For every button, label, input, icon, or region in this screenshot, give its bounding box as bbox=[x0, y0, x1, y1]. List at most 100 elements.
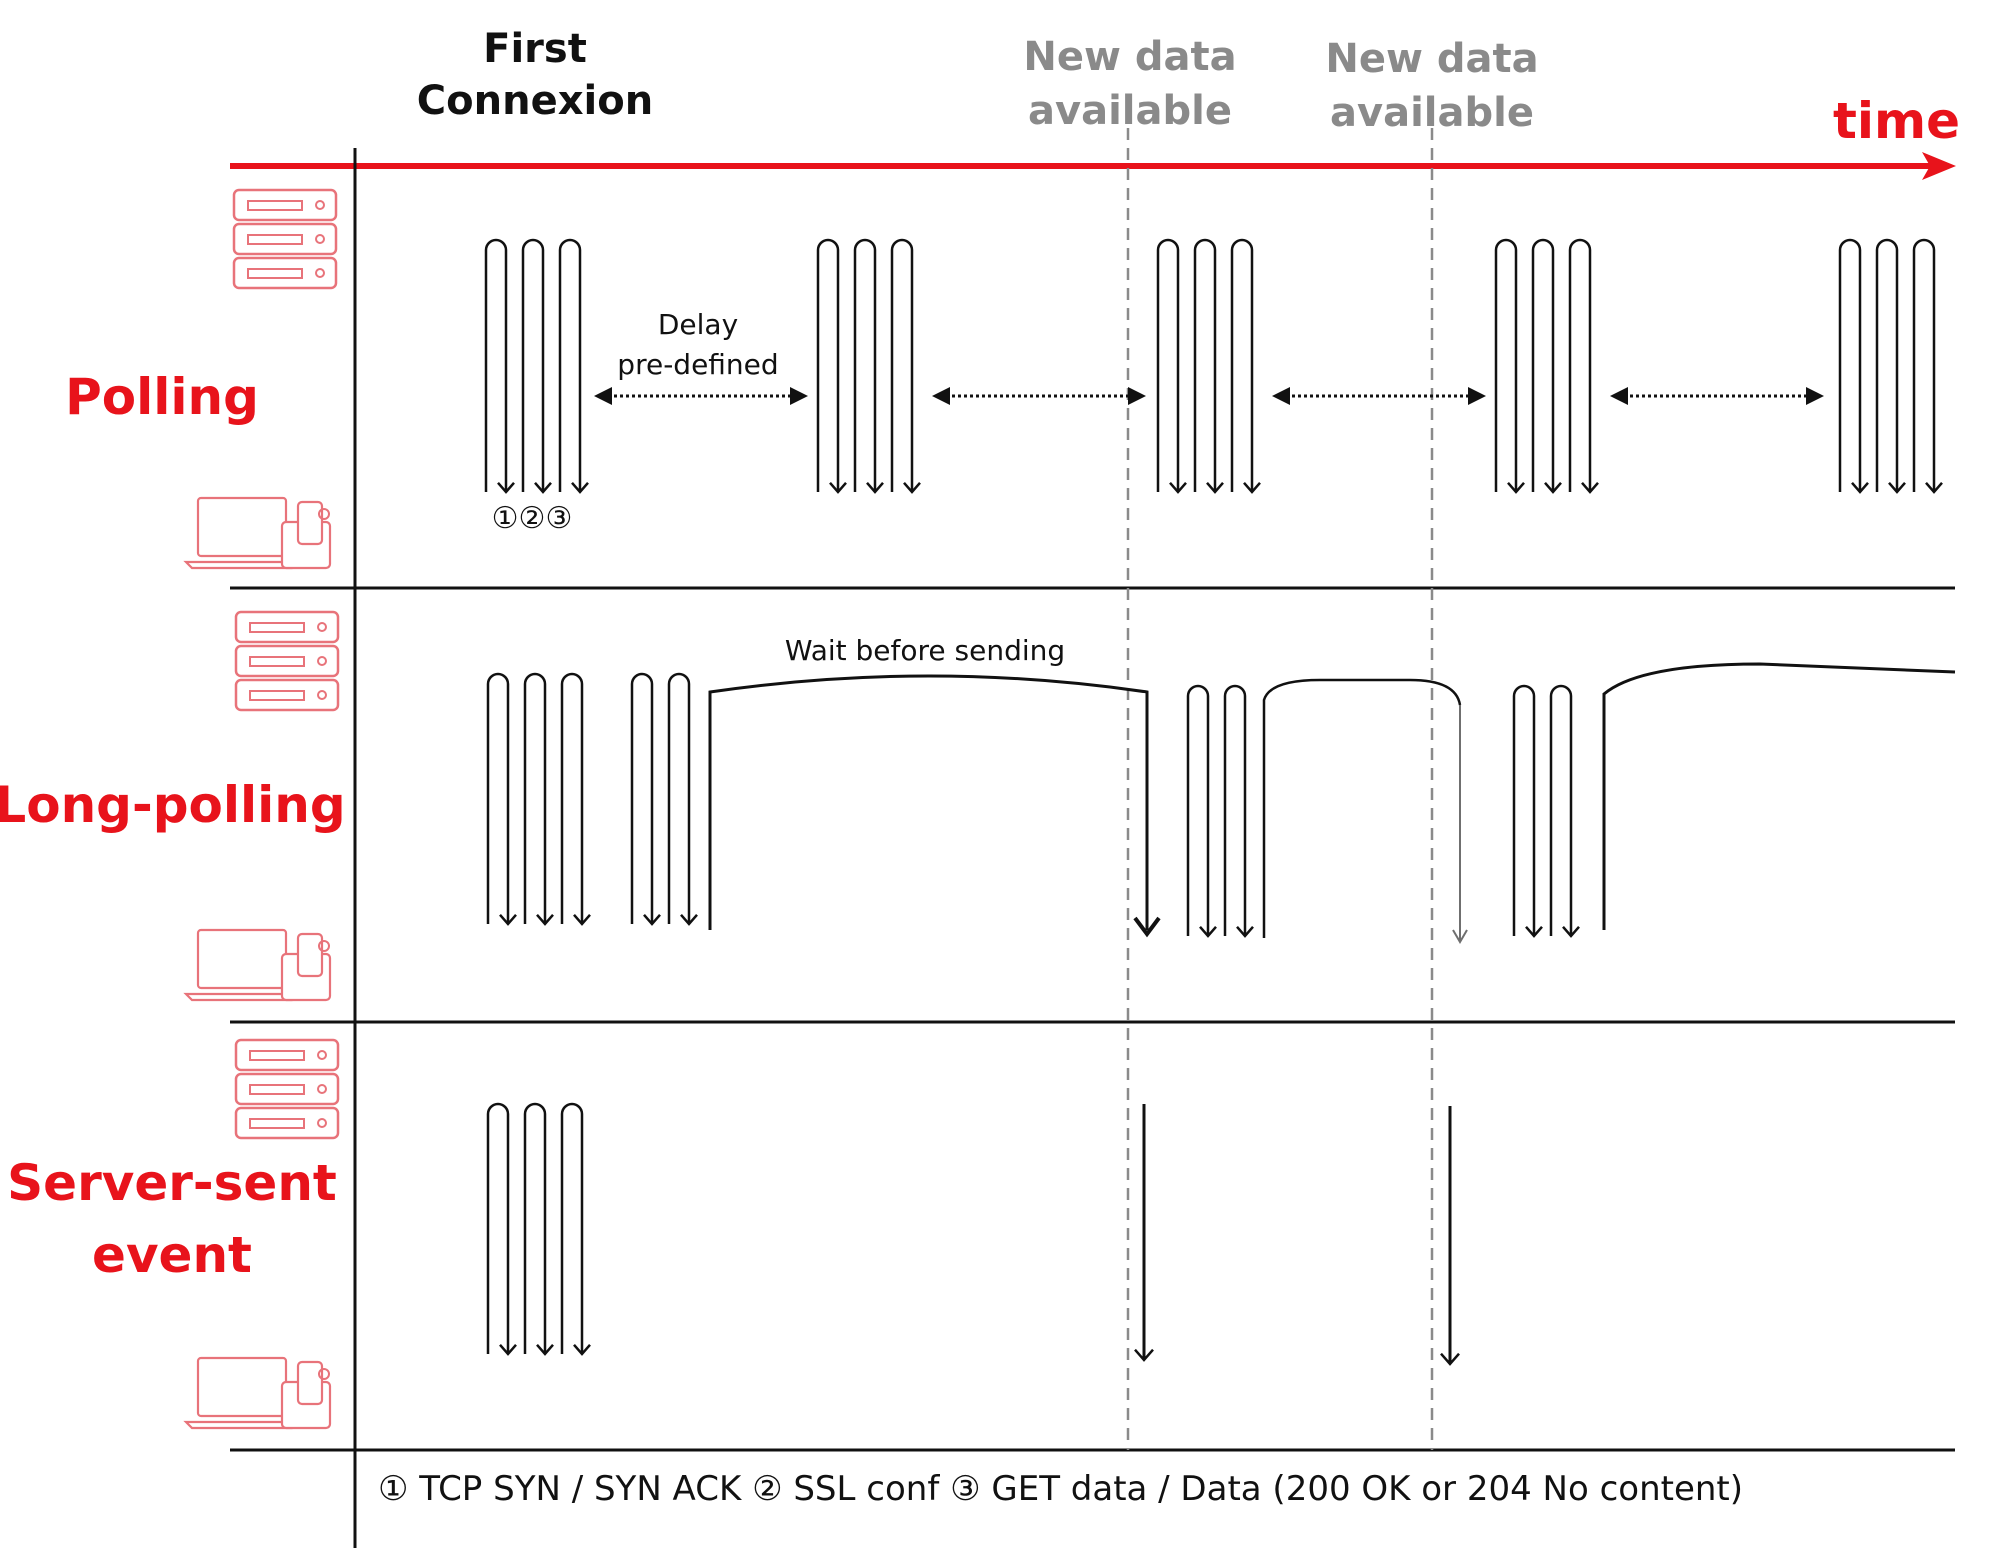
polling-burst-1-1 bbox=[484, 238, 508, 492]
server-rack-icon-led bbox=[317, 690, 327, 700]
client-devices-icon-phone bbox=[296, 932, 324, 978]
long-polling-request-2-2 bbox=[1223, 684, 1247, 936]
server-rack-icon-unit bbox=[234, 1038, 340, 1072]
sse-handshake-3-arrowhead bbox=[573, 1343, 591, 1356]
server-rack-icon-led bbox=[317, 1050, 327, 1060]
server-rack-icon-unit bbox=[234, 1106, 340, 1140]
server-rack-icon-unit bbox=[232, 222, 338, 256]
polling-burst-1-1-arrowhead bbox=[497, 481, 515, 494]
server-rack-icon bbox=[234, 610, 340, 712]
polling-burst-1-3 bbox=[558, 238, 582, 492]
server-rack-icon-slot bbox=[249, 690, 305, 701]
client-devices-icon bbox=[183, 928, 332, 1002]
new-data-event-2-line1: New data bbox=[1325, 36, 1538, 82]
server-rack-icon-unit bbox=[232, 188, 338, 222]
sse-handshake-3 bbox=[560, 1102, 584, 1354]
server-rack-icon-led bbox=[315, 268, 325, 278]
server-rack-icon-slot bbox=[247, 268, 303, 279]
message-arrows bbox=[484, 238, 1956, 1366]
legend: ① TCP SYN / SYN ACK ② SSL conf ③ GET dat… bbox=[378, 1469, 1743, 1509]
time-label: time bbox=[1833, 92, 1960, 150]
polling-burst-1-2-arrowhead bbox=[534, 481, 552, 494]
long-polling-hold-1 bbox=[708, 674, 1149, 930]
client-devices-icon-watch bbox=[318, 1368, 330, 1380]
polling-burst-3-3-arrowhead bbox=[1243, 481, 1261, 494]
polling-burst-2-3 bbox=[890, 238, 914, 492]
polling-burst-2-3-arrowhead bbox=[903, 481, 921, 494]
lane-icons bbox=[183, 188, 340, 1430]
polling-burst-1-2 bbox=[521, 238, 545, 492]
client-devices-icon-laptop-screen bbox=[196, 496, 288, 558]
step-markers: ①②③ bbox=[492, 501, 573, 536]
polling-delay-arrow-2-left-head bbox=[932, 387, 950, 405]
server-rack-icon-led bbox=[317, 1084, 327, 1094]
server-rack-icon-unit bbox=[232, 256, 338, 290]
long-polling-handshake-3 bbox=[560, 672, 584, 924]
server-rack-icon-slot bbox=[249, 1084, 305, 1095]
long-polling-request-1-1 bbox=[630, 672, 654, 924]
long-polling-hold-1-arrowhead bbox=[1133, 916, 1161, 938]
server-rack-icon-slot bbox=[249, 1118, 305, 1129]
polling-burst-4-3-arrowhead bbox=[1581, 481, 1599, 494]
server-rack-icon-slot bbox=[249, 622, 305, 633]
polling-delay-arrow-4-right-head bbox=[1806, 387, 1824, 405]
long-polling-request-3-1-arrowhead bbox=[1525, 925, 1543, 938]
delay-label-line1: Delay bbox=[658, 308, 738, 341]
server-rack-icon-led bbox=[317, 656, 327, 666]
first-connexion-title-line2: Connexion bbox=[417, 78, 653, 124]
long-polling-request-3-2-arrowhead bbox=[1562, 925, 1580, 938]
long-polling-hold-3 bbox=[1602, 662, 1956, 930]
polling-burst-5-2-arrowhead bbox=[1888, 481, 1906, 494]
client-devices-icon-watch bbox=[318, 940, 330, 952]
client-devices-icon-watch bbox=[318, 508, 330, 520]
long-polling-request-3-1 bbox=[1512, 684, 1536, 936]
delay-label-line2: pre-defined bbox=[617, 348, 778, 381]
long-polling-request-1-2 bbox=[667, 672, 691, 924]
polling-delay-arrow-2-right-head bbox=[1128, 387, 1146, 405]
polling-burst-5-3-arrowhead bbox=[1925, 481, 1943, 494]
sse-handshake-1 bbox=[486, 1102, 510, 1354]
wait-before-sending-label: Wait before sending bbox=[785, 634, 1065, 667]
polling-delay-arrow-1-left-head bbox=[594, 387, 612, 405]
long-polling-handshake-1-arrowhead bbox=[499, 913, 517, 926]
server-rack-icon-slot bbox=[247, 200, 303, 211]
polling-delay-arrow-1-right-head bbox=[790, 387, 808, 405]
first-connexion-title-line1: First bbox=[483, 26, 587, 72]
polling-burst-3-3 bbox=[1230, 238, 1254, 492]
sse-push-1-arrowhead bbox=[1134, 1348, 1154, 1362]
sse-push-2-arrowhead bbox=[1440, 1352, 1460, 1366]
polling-delay-arrow-4-left-head bbox=[1610, 387, 1628, 405]
polling-burst-5-2 bbox=[1875, 238, 1899, 492]
polling-burst-3-1 bbox=[1156, 238, 1180, 492]
long-polling-handshake-1 bbox=[486, 672, 510, 924]
new-data-event-1-line2: available bbox=[1028, 88, 1232, 134]
long-polling-request-2-1 bbox=[1186, 684, 1210, 936]
long-polling-hold-2 bbox=[1262, 678, 1462, 938]
server-rack-icon-unit bbox=[234, 610, 340, 644]
long-polling-request-1-1-arrowhead bbox=[643, 913, 661, 926]
sse-handshake-2 bbox=[523, 1102, 547, 1354]
long-polling-handshake-2 bbox=[523, 672, 547, 924]
server-rack-icon-slot bbox=[249, 656, 305, 667]
lane-label-polling: Polling bbox=[65, 368, 259, 426]
polling-delay-arrow-3-right-head bbox=[1468, 387, 1486, 405]
long-polling-handshake-3-arrowhead bbox=[573, 913, 591, 926]
server-rack-icon-led bbox=[315, 200, 325, 210]
polling-burst-5-1-arrowhead bbox=[1851, 481, 1869, 494]
server-rack-icon-led bbox=[315, 234, 325, 244]
polling-burst-2-2-arrowhead bbox=[866, 481, 884, 494]
new-data-event-1-line1: New data bbox=[1023, 34, 1236, 80]
polling-burst-3-2 bbox=[1193, 238, 1217, 492]
polling-burst-5-3 bbox=[1912, 238, 1936, 492]
client-devices-icon-phone bbox=[296, 500, 324, 546]
long-polling-handshake-2-arrowhead bbox=[536, 913, 554, 926]
client-devices-icon bbox=[183, 496, 332, 570]
sse-handshake-1-arrowhead bbox=[499, 1343, 517, 1356]
polling-burst-1-3-arrowhead bbox=[571, 481, 589, 494]
server-rack-icon-slot bbox=[249, 1050, 305, 1061]
server-rack-icon-unit bbox=[234, 644, 340, 678]
polling-delay-arrow-3-left-head bbox=[1272, 387, 1290, 405]
sse-handshake-2-arrowhead bbox=[536, 1343, 554, 1356]
long-polling-request-3-2 bbox=[1549, 684, 1573, 936]
